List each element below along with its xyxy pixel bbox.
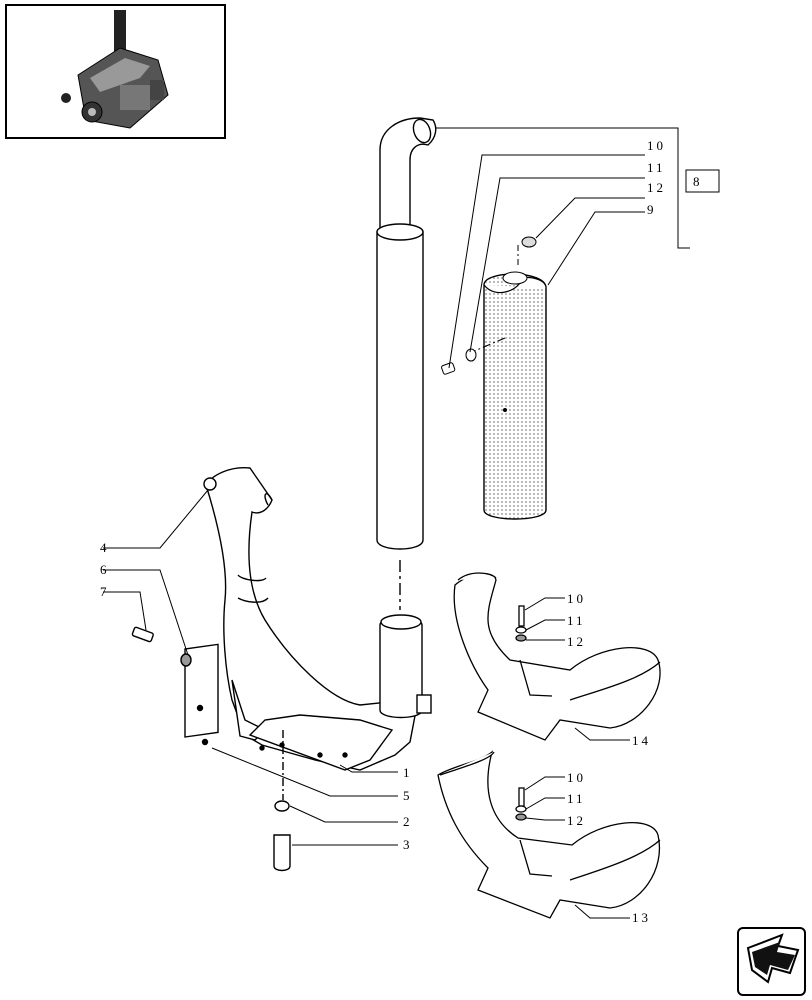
callout-10-top: 10	[647, 138, 666, 153]
callout-12-low: 12	[567, 813, 586, 828]
exhaust-elbow-assembly	[131, 467, 432, 872]
callout-11-top: 11	[647, 160, 666, 175]
callout-10-low: 10	[567, 770, 586, 785]
callout-11-low: 11	[567, 791, 586, 806]
engine-thumbnail-icon	[5, 4, 226, 139]
callout-3: 3	[403, 837, 413, 852]
next-page-arrow-icon[interactable]	[737, 927, 806, 996]
callout-1: 1	[403, 765, 413, 780]
callout-13: 13	[632, 910, 651, 925]
shield-13	[437, 750, 661, 919]
callout-14: 14	[632, 733, 651, 748]
callout-4: 4	[100, 540, 110, 555]
callout-12-mid: 12	[567, 634, 586, 649]
callout-8: 8	[693, 174, 703, 189]
callout-2: 2	[403, 814, 413, 829]
callout-10-mid: 10	[567, 591, 586, 606]
callout-box-8	[685, 169, 720, 193]
bracket-line-8	[432, 127, 690, 249]
heat-shield	[441, 236, 547, 520]
callout-7: 7	[100, 584, 110, 599]
callout-6: 6	[100, 562, 110, 577]
exhaust-stack	[376, 117, 437, 610]
callout-9: 9	[647, 202, 657, 217]
shield-14	[453, 572, 661, 741]
callout-5: 5	[403, 788, 413, 803]
callout-12-top: 12	[647, 180, 666, 195]
callout-11-mid: 11	[567, 613, 586, 628]
